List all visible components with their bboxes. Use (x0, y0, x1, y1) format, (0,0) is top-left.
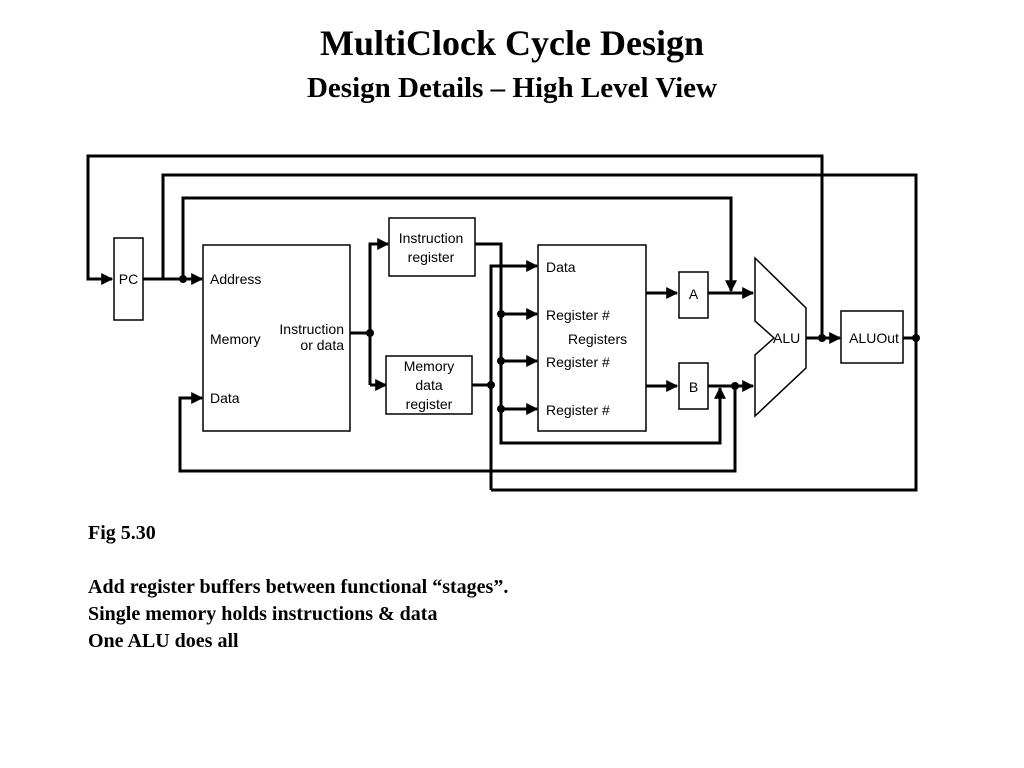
wire-alu-result-to-pc (86, 154, 824, 338)
mdr-label-1: Memory (404, 358, 455, 374)
aluout-box (840, 310, 904, 364)
junction-dots (179, 275, 920, 413)
memory-output-label-1: Instruction (279, 321, 344, 337)
wire-mdr-to-regdata (489, 260, 539, 490)
pc-box (113, 237, 144, 321)
alu-label: ALU (773, 330, 800, 346)
memory-data-register-box (385, 355, 473, 415)
memory-label: Memory (210, 331, 261, 347)
wire-aluout-to-address (161, 173, 918, 338)
wire-mem-to-ir (368, 238, 390, 385)
page-title: MultiClock Cycle Design (320, 23, 704, 63)
a-register-box (678, 271, 709, 319)
wire-b-to-memdata (178, 386, 737, 473)
ir-label-1: Instruction (399, 230, 464, 246)
note-line: Add register buffers between functional … (88, 576, 509, 598)
notes: Fig 5.30 Add register buffers between fu… (88, 520, 508, 655)
reg-num-2-label: Register # (546, 354, 610, 370)
alu-shape (754, 256, 807, 418)
b-register-box (678, 362, 709, 410)
mdr-label-2: data (415, 377, 442, 393)
wire-pc-to-alu (181, 196, 737, 293)
ir-label-2: register (408, 249, 455, 265)
reg-num-3-label: Register # (546, 402, 610, 418)
memory-output-label-2: or data (300, 337, 344, 353)
figure-caption: Fig 5.30 (88, 522, 156, 544)
instruction-register-box (388, 217, 476, 277)
memory-box (202, 244, 351, 432)
memory-data-label: Data (210, 390, 240, 406)
reg-num-1-label: Register # (546, 307, 610, 323)
wire-ir-out (475, 242, 503, 409)
wire-aluout-feedback (491, 338, 918, 492)
note-line: One ALU does all (88, 630, 239, 652)
registers-label: Registers (568, 331, 627, 347)
pc-label: PC (119, 271, 138, 287)
mdr-label-3: register (406, 396, 453, 412)
aluout-label: ALUOut (849, 330, 899, 346)
b-label: B (689, 379, 698, 395)
note-line: Single memory holds instructions & data (88, 603, 438, 625)
memory-address-label: Address (210, 271, 261, 287)
reg-data-label: Data (546, 259, 576, 275)
a-label: A (689, 286, 699, 302)
register-file-box (537, 244, 647, 432)
page-subtitle: Design Details – High Level View (306, 72, 717, 104)
wire-ir-ext (499, 386, 726, 445)
